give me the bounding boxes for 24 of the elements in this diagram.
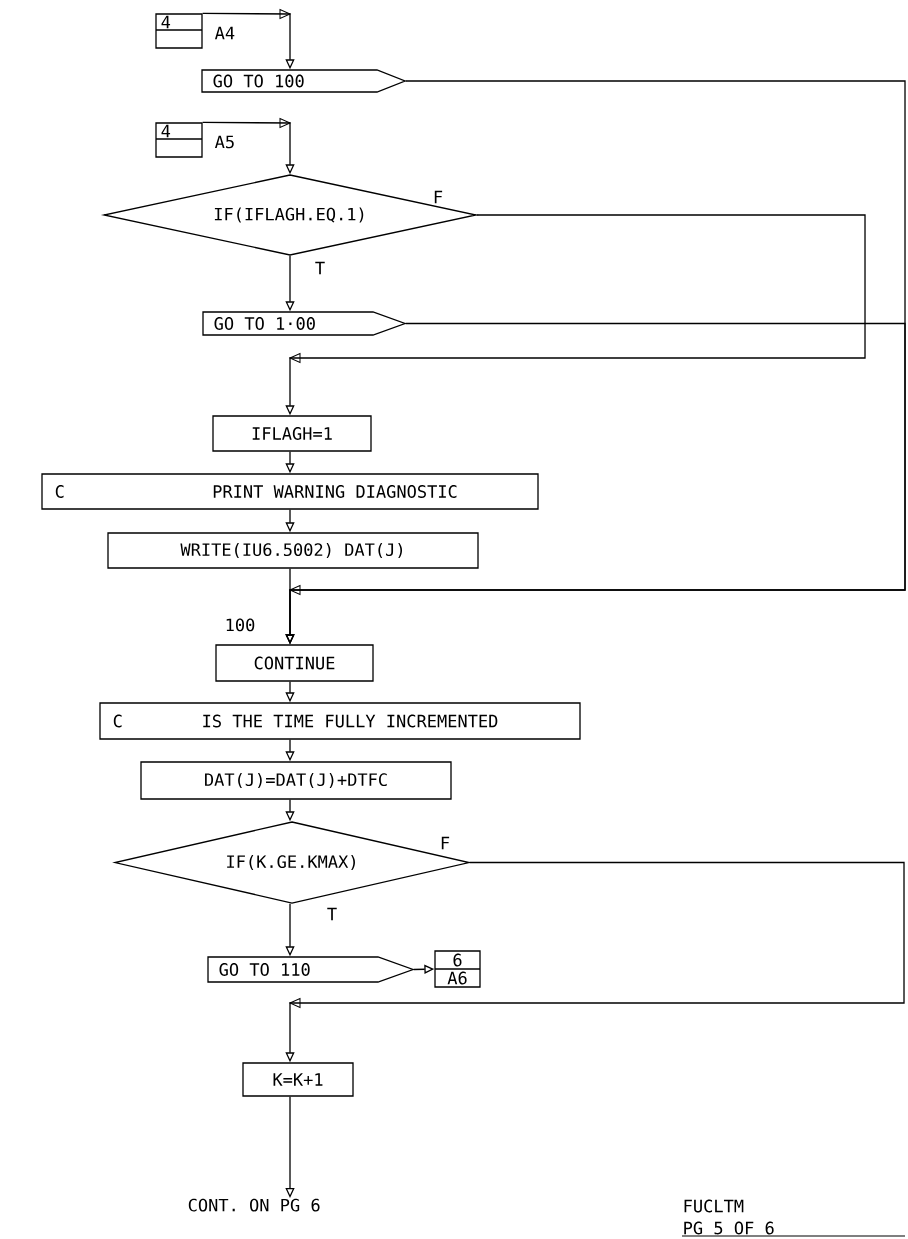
- edge-label: T: [325, 906, 339, 922]
- edge-label: F: [431, 189, 445, 205]
- edge-label: T: [313, 260, 327, 276]
- process-box: IFLAGH=1: [212, 415, 372, 452]
- process-box: CONTINUE: [215, 644, 374, 682]
- process-box: DAT(J)=DAT(J)+DTFC: [140, 761, 452, 800]
- connector-box: 4: [155, 13, 203, 49]
- comment-box: C PRINT WARNING DIAGNOSTIC: [41, 473, 539, 510]
- process-box: WRITE(IU6.5002) DAT(J): [107, 532, 479, 569]
- connector-box: 6 A6: [434, 950, 481, 988]
- goto-box: GO TO 100: [201, 69, 407, 93]
- goto-box: GO TO 1·00: [202, 311, 407, 336]
- page-label: FUCLTM: [684, 1199, 744, 1213]
- arrow: [285, 1096, 295, 1198]
- edge-label: F: [438, 835, 452, 851]
- statement-label: 100: [226, 618, 255, 632]
- process-box: K=K+1: [242, 1062, 354, 1097]
- statement-label: A4: [214, 26, 235, 40]
- continuation-text: CONT. ON PG 6: [188, 1198, 320, 1212]
- statement-label: A5: [214, 135, 234, 149]
- page-label: PG 5 OF 6: [681, 1221, 906, 1237]
- connector-box: 4: [155, 122, 203, 158]
- goto-box: GO TO 110: [207, 956, 415, 983]
- comment-box: C IS THE TIME FULLY INCREMENTED: [99, 702, 581, 740]
